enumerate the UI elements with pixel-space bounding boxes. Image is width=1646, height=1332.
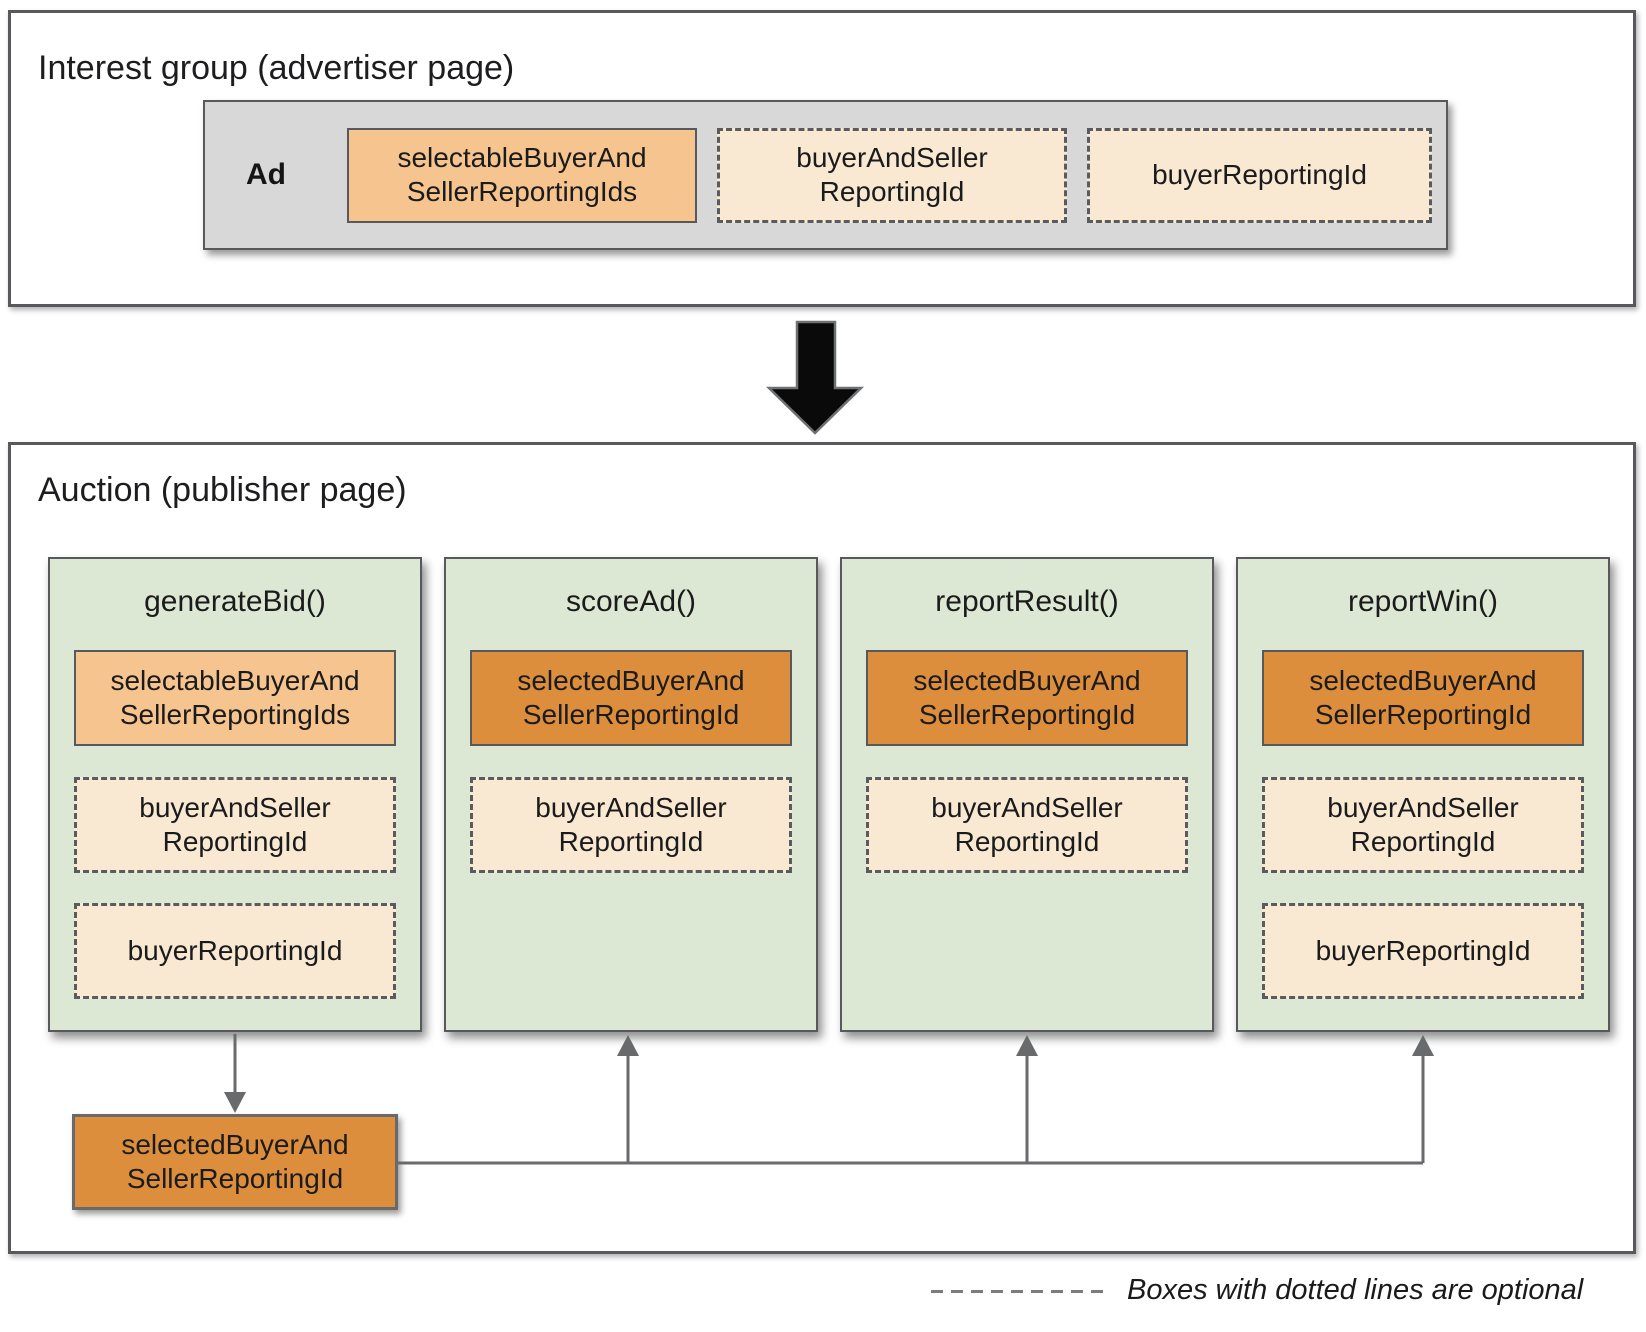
idbox-label-line: SellerReportingId: [918, 699, 1136, 730]
score-ad-column: scoreAd() selectedBuyerAnd SellerReporti…: [444, 557, 818, 1032]
idbox-label-line: selectedBuyerAnd: [1309, 665, 1537, 696]
idbox-label-line: selectedBuyerAnd: [913, 665, 1141, 696]
auction-title: Auction (publisher page): [38, 471, 407, 509]
buyer-and-seller-reporting-id-box: buyerAndSeller ReportingId: [866, 777, 1188, 873]
idbox-label-line: buyerAndSeller: [931, 792, 1123, 823]
idbox-label-line: buyerAndSeller: [796, 142, 988, 173]
idbox-label-line: buyerAndSeller: [535, 792, 727, 823]
generate-bid-title: generateBid(): [144, 585, 326, 618]
idbox-label-line: selectedBuyerAnd: [121, 1129, 349, 1160]
idbox-label-line: selectableBuyerAnd: [397, 142, 647, 173]
buyer-and-seller-reporting-id-box: buyerAndSeller ReportingId: [470, 777, 792, 873]
generate-bid-column: generateBid() selectableBuyerAnd SellerR…: [48, 557, 422, 1032]
idbox-label-line: SellerReportingId: [126, 1163, 344, 1194]
idbox-label-line: ReportingId: [1350, 826, 1496, 857]
idbox-label-line: ReportingId: [162, 826, 308, 857]
selected-buyer-and-seller-reporting-id-box: selectedBuyerAnd SellerReportingId: [1262, 650, 1584, 746]
score-ad-title: scoreAd(): [565, 585, 697, 618]
idbox-label-line: buyerReportingId: [127, 935, 343, 966]
legend-text: Boxes with dotted lines are optional: [1127, 1274, 1584, 1306]
selectable-buyer-and-seller-reporting-ids-box: selectableBuyerAnd SellerReportingIds: [347, 127, 697, 223]
report-win-column: reportWin() selectedBuyerAnd SellerRepor…: [1236, 557, 1610, 1032]
buyer-and-seller-reporting-id-box: buyerAndSeller ReportingId: [1262, 777, 1584, 873]
buyer-reporting-id-box: buyerReportingId: [1087, 127, 1432, 223]
legend-dashed-line: [931, 1290, 1107, 1293]
idbox-label-line: buyerReportingId: [1315, 935, 1531, 966]
idbox-label-line: buyerReportingId: [1152, 159, 1367, 190]
idbox-label-line: selectedBuyerAnd: [517, 665, 745, 696]
selectable-buyer-and-seller-reporting-ids-box: selectableBuyerAnd SellerReportingIds: [74, 650, 396, 746]
buyer-reporting-id-box: buyerReportingId: [1262, 903, 1584, 999]
buyer-reporting-id-box: buyerReportingId: [74, 903, 396, 999]
idbox-label-line: SellerReportingId: [1314, 699, 1532, 730]
ad-container: Ad selectableBuyerAnd SellerReportingIds…: [203, 100, 1448, 250]
buyer-and-seller-reporting-id-box: buyerAndSeller ReportingId: [74, 777, 396, 873]
interest-group-title: Interest group (advertiser page): [38, 49, 515, 87]
idbox-label-line: buyerAndSeller: [139, 792, 331, 823]
idbox-label-line: SellerReportingId: [522, 699, 740, 730]
down-arrow-icon: [765, 320, 865, 435]
idbox-label-line: ReportingId: [558, 826, 704, 857]
idbox-label-line: SellerReportingIds: [119, 699, 351, 730]
idbox-label-line: SellerReportingIds: [406, 176, 638, 207]
idbox-label-line: ReportingId: [954, 826, 1100, 857]
report-win-title: reportWin(): [1347, 585, 1498, 618]
idbox-label-line: selectableBuyerAnd: [110, 665, 360, 696]
idbox-label-line: ReportingId: [819, 176, 965, 207]
report-result-title: reportResult(): [935, 585, 1119, 618]
selected-buyer-and-seller-reporting-id-box: selectedBuyerAnd SellerReportingId: [470, 650, 792, 746]
ad-label: Ad: [246, 158, 286, 191]
selected-buyer-and-seller-reporting-id-box: selectedBuyerAnd SellerReportingId: [866, 650, 1188, 746]
buyer-and-seller-reporting-id-box: buyerAndSeller ReportingId: [717, 127, 1067, 223]
selected-buyer-and-seller-reporting-id-output-box: selectedBuyerAnd SellerReportingId: [72, 1114, 398, 1210]
report-result-column: reportResult() selectedBuyerAnd SellerRe…: [840, 557, 1214, 1032]
idbox-label-line: buyerAndSeller: [1327, 792, 1519, 823]
